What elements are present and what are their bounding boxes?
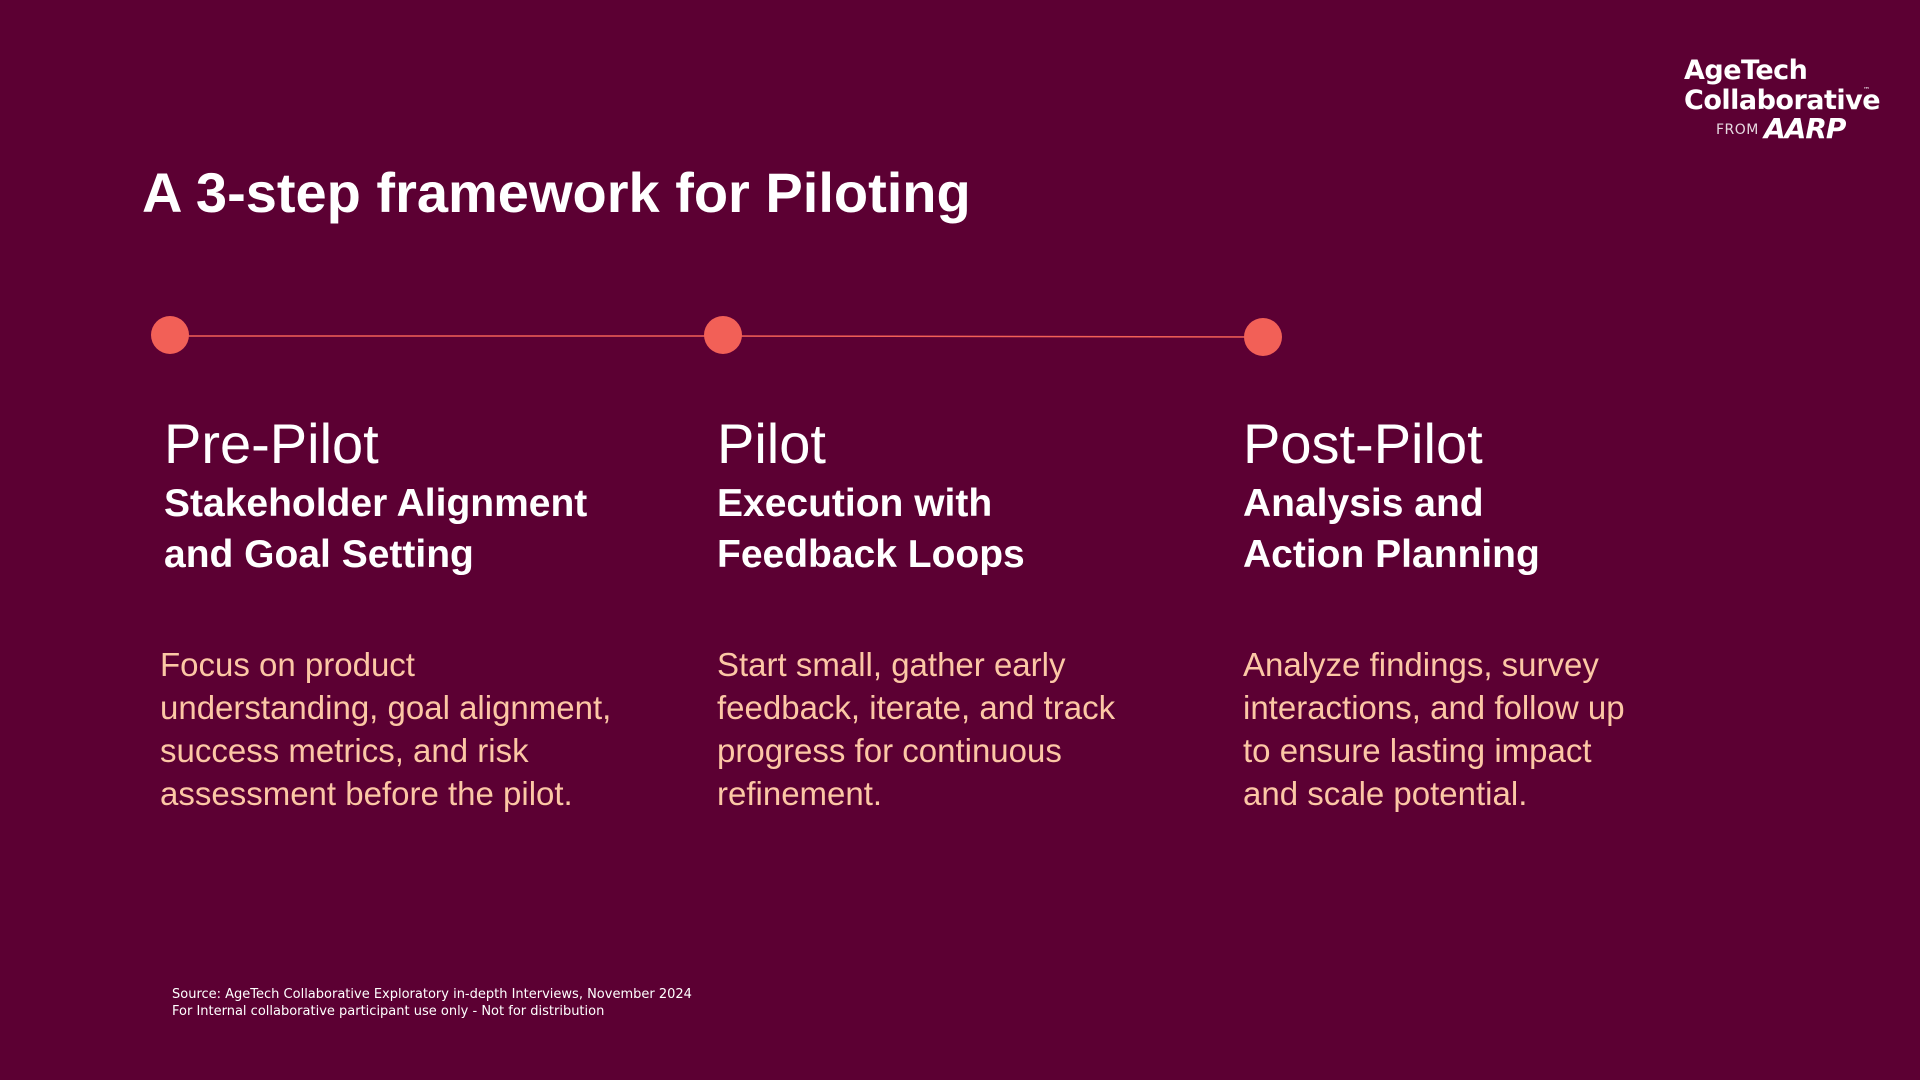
logo-line-from-aarp: FROM AARP	[1716, 115, 1864, 146]
timeline-dot-pre-pilot	[151, 316, 189, 354]
logo-aarp: AARP	[1763, 112, 1846, 145]
timeline-dot-pilot	[704, 316, 742, 354]
step-subtitle: Analysis and Action Planning	[1243, 482, 1540, 576]
agetech-collaborative-logo: AgeTech Collaborative FROM AARP ™	[1684, 55, 1881, 146]
step-label: Pre-Pilot	[164, 412, 379, 475]
page-title: A 3-step framework for Piloting	[142, 161, 971, 224]
timeline-dot-post-pilot	[1244, 318, 1282, 356]
timeline-connector-2	[722, 335, 1264, 338]
step-pilot: Pilot Execution with Feedback Loops Star…	[717, 410, 1115, 812]
logo-line-collaborative: Collaborative	[1684, 85, 1881, 116]
logo-from: FROM	[1716, 122, 1759, 138]
logo-trademark: ™	[1863, 86, 1870, 94]
step-description: Start small, gather early feedback, iter…	[717, 646, 1116, 812]
step-subtitle: Execution with Feedback Loops	[717, 482, 1025, 576]
footer-disclaimer: For Internal collaborative participant u…	[172, 1004, 605, 1019]
step-label: Pilot	[717, 412, 826, 475]
step-description: Analyze findings, survey interactions, a…	[1243, 646, 1625, 812]
footer-notes: Source: AgeTech Collaborative Explorator…	[172, 986, 692, 1020]
step-pre-pilot: Pre-Pilot Stakeholder Alignment and Goal…	[160, 410, 611, 812]
logo-line-agetech: AgeTech	[1684, 55, 1808, 86]
footer-source: Source: AgeTech Collaborative Explorator…	[172, 987, 692, 1002]
step-description: Focus on product understanding, goal ali…	[160, 646, 612, 812]
step-post-pilot: Post-Pilot Analysis and Action Planning …	[1243, 410, 1625, 812]
step-label: Post-Pilot	[1243, 412, 1483, 475]
step-subtitle: Stakeholder Alignment and Goal Setting	[164, 482, 588, 576]
